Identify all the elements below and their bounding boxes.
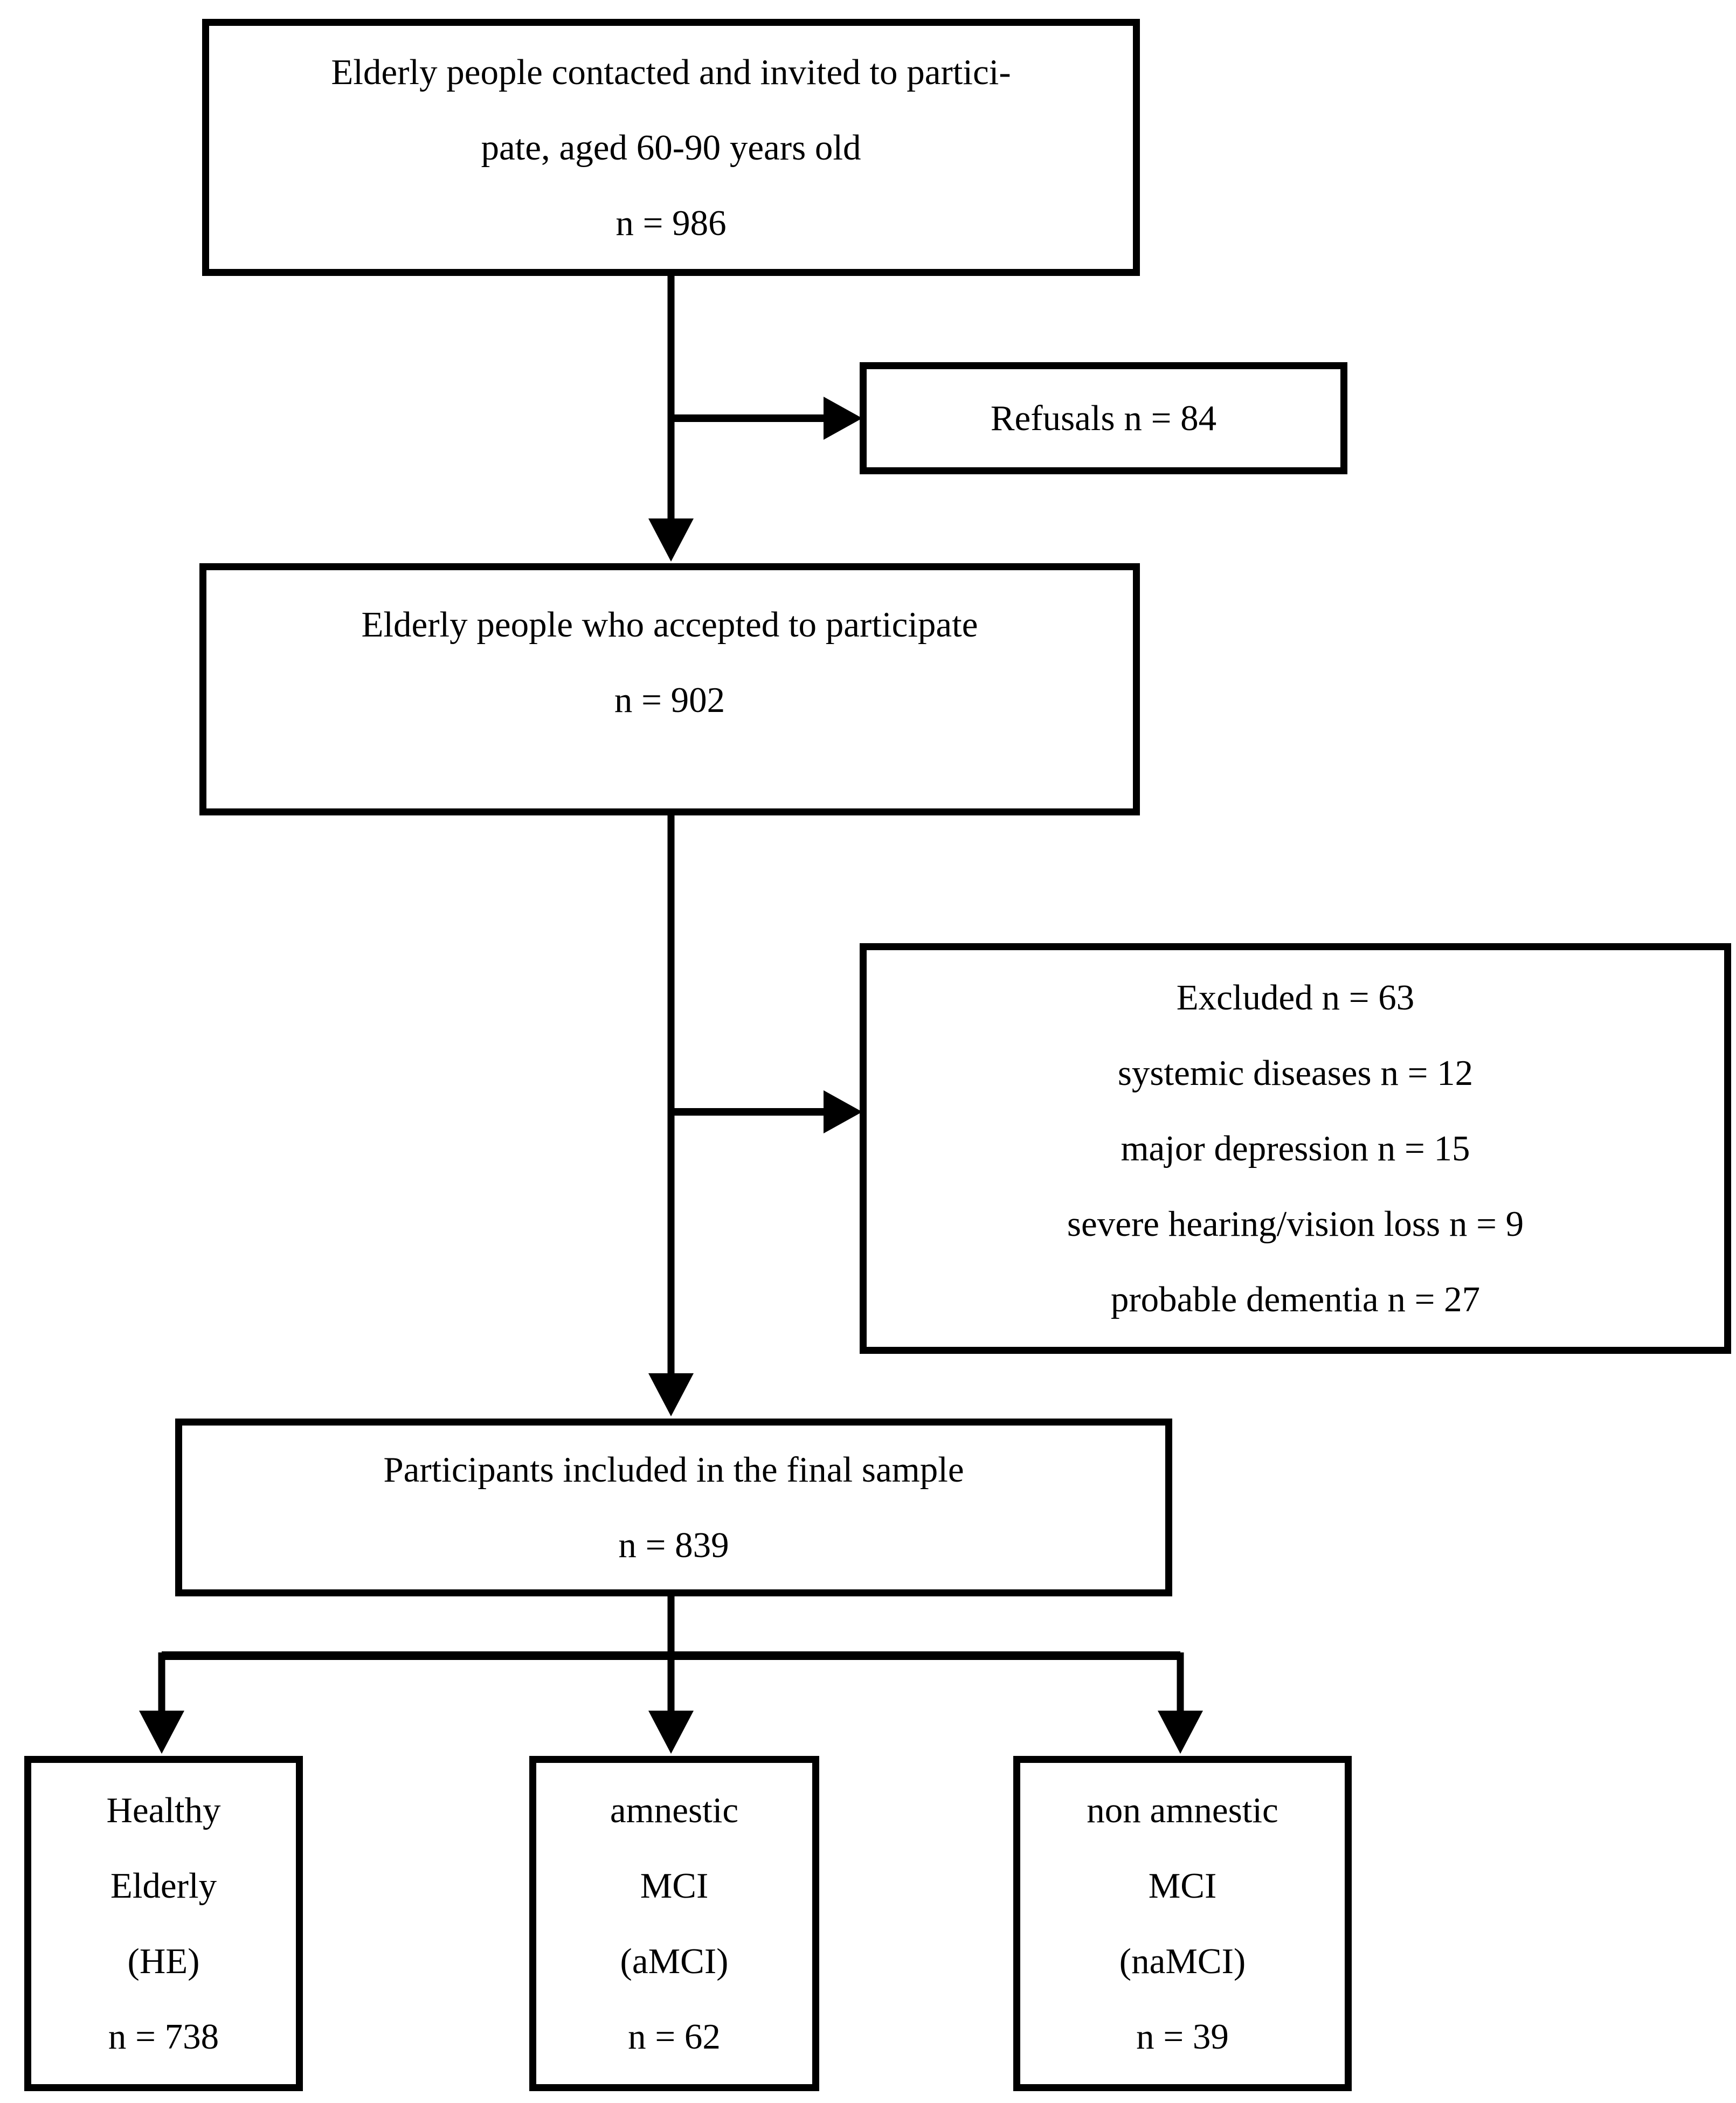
arrow-final-to-namci-head [1158, 1711, 1203, 1754]
box-line: (naMCI) [1119, 1941, 1246, 1981]
box-line: amnestic [610, 1790, 739, 1830]
box-accepted: Elderly people who accepted to participa… [199, 563, 1140, 815]
box-line: (HE) [127, 1941, 200, 1981]
box-line: non amnestic [1087, 1790, 1278, 1830]
box-line: systemic diseases n = 12 [1117, 1053, 1474, 1093]
box-line: Excluded n = 63 [1176, 978, 1415, 1018]
box-line: Elderly [110, 1866, 217, 1906]
box-line: (aMCI) [620, 1941, 729, 1981]
box-line: probable dementia n = 27 [1110, 1279, 1481, 1319]
arrow-accepted-to-final-head [648, 1373, 694, 1416]
box-line: Healthy [106, 1790, 221, 1830]
arrow-excluded-head [824, 1090, 862, 1133]
box-count: n = 39 [1136, 2017, 1229, 2057]
box-invited: Elderly people contacted and invited to … [202, 19, 1140, 276]
box-amnestic-mci: amnestic MCI (aMCI) n = 62 [529, 1756, 819, 2091]
box-line: pate, aged 60-90 years old [481, 127, 861, 168]
box-count: n = 738 [108, 2017, 219, 2057]
box-non-amnestic-mci: non amnestic MCI (naMCI) n = 39 [1013, 1756, 1352, 2091]
arrow-final-to-he-head [139, 1711, 184, 1754]
arrow-final-to-amci-head [648, 1711, 694, 1754]
box-final-sample: Participants included in the final sampl… [175, 1419, 1172, 1596]
box-count: n = 902 [614, 680, 725, 720]
box-line: MCI [640, 1866, 709, 1906]
box-count: n = 62 [628, 2017, 721, 2057]
box-line: Participants included in the final sampl… [383, 1450, 964, 1490]
box-excluded: Excluded n = 63 systemic diseases n = 12… [860, 943, 1731, 1354]
box-line: severe hearing/vision loss n = 9 [1067, 1204, 1524, 1244]
box-line: MCI [1148, 1866, 1217, 1906]
arrow-invited-to-accepted-head [648, 518, 694, 562]
box-healthy-elderly: Healthy Elderly (HE) n = 738 [24, 1756, 303, 2091]
box-refusals: Refusals n = 84 [860, 362, 1347, 474]
box-count: n = 986 [615, 203, 727, 243]
box-line: Elderly people contacted and invited to … [331, 52, 1011, 92]
box-line: Elderly people who accepted to participa… [361, 605, 978, 645]
box-line: Refusals n = 84 [990, 398, 1217, 438]
box-count: n = 839 [618, 1525, 729, 1565]
arrow-refusals-head [824, 397, 862, 440]
box-line: major depression n = 15 [1121, 1129, 1470, 1168]
